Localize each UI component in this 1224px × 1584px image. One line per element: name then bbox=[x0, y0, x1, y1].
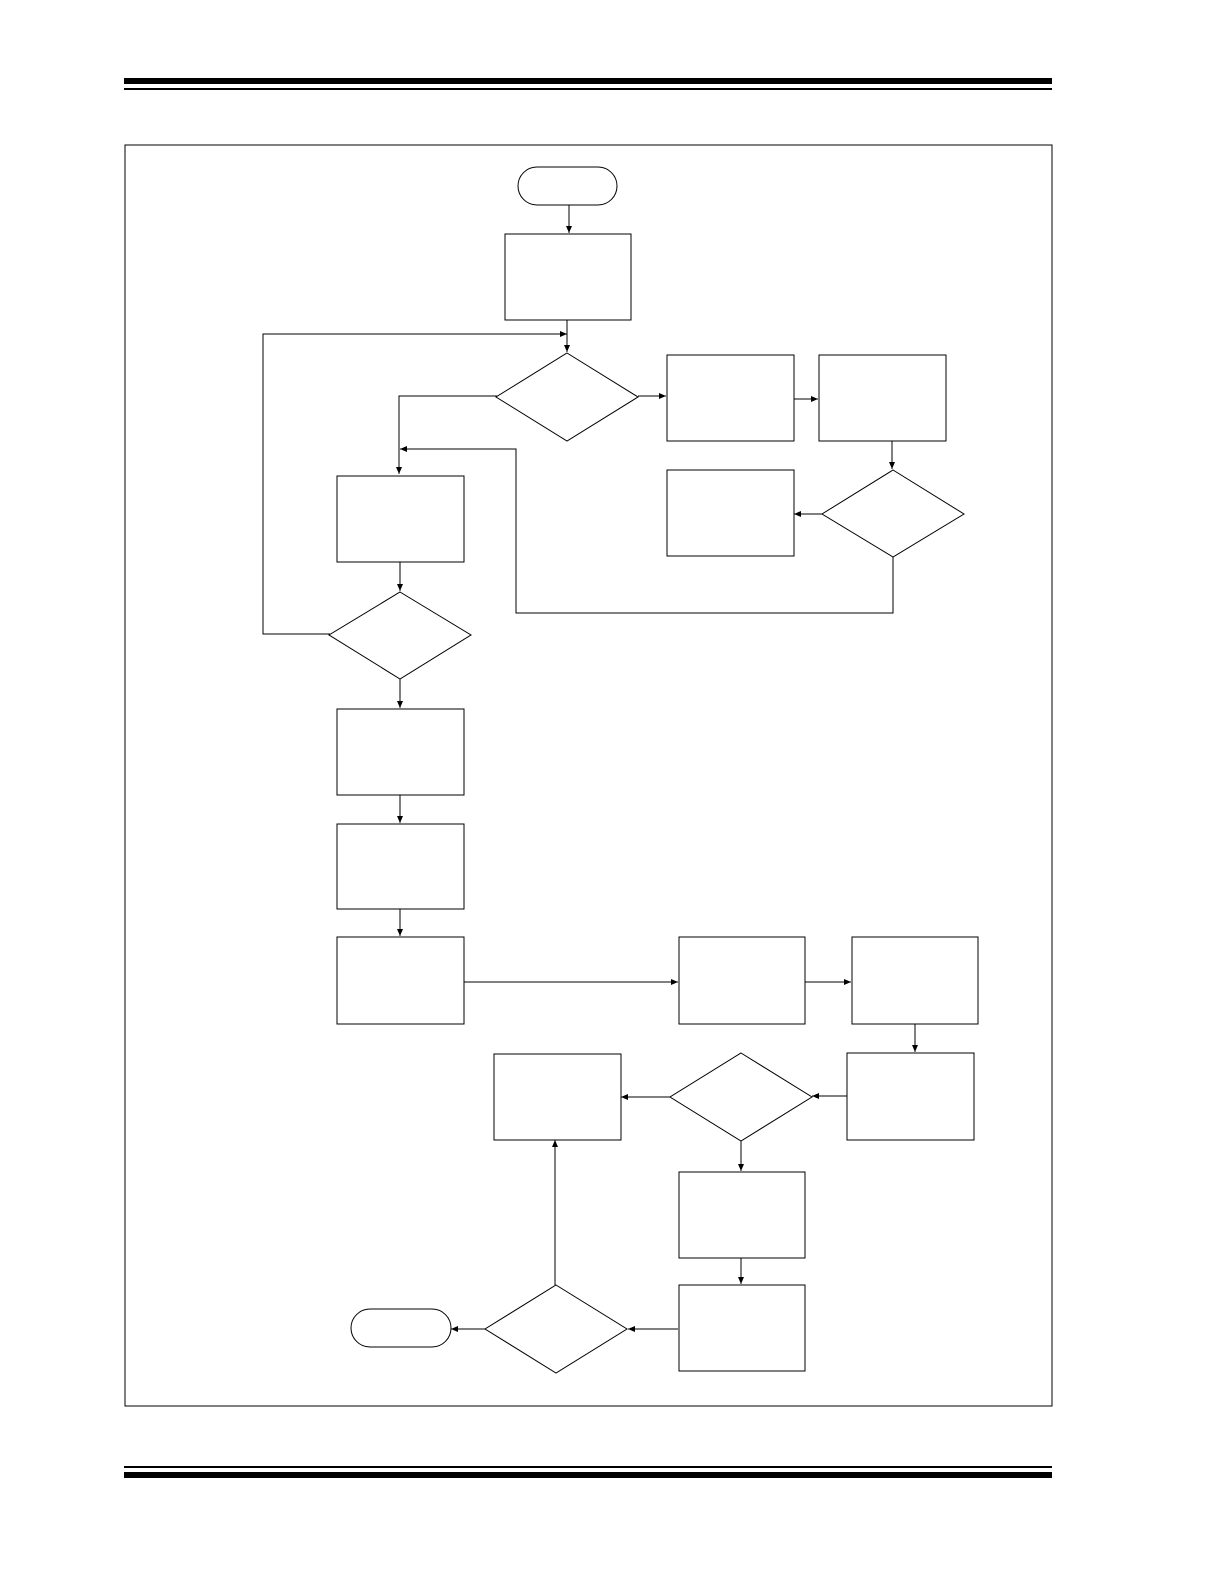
edge-dec1-box5 bbox=[396, 395, 497, 474]
decision-diamond-1 bbox=[495, 352, 639, 442]
decision-diamond-3 bbox=[328, 591, 472, 680]
process-box-12 bbox=[493, 1053, 622, 1141]
process-box-2 bbox=[666, 354, 795, 442]
process-box-10 bbox=[851, 936, 979, 1025]
edge-dec3-dec1 bbox=[262, 331, 567, 635]
process-box-1 bbox=[504, 233, 632, 321]
connectors bbox=[262, 205, 918, 1332]
footer-rule-thick bbox=[124, 1472, 1052, 1478]
decision-diamond-5 bbox=[484, 1284, 628, 1374]
header-rule-thick bbox=[124, 78, 1052, 84]
process-box-5 bbox=[336, 475, 465, 563]
process-box-6 bbox=[336, 708, 465, 796]
decision-diamond-2 bbox=[821, 469, 965, 558]
process-box-14 bbox=[678, 1284, 806, 1372]
process-box-11 bbox=[846, 1052, 975, 1141]
figure-frame bbox=[124, 144, 1053, 1407]
process-box-8 bbox=[336, 936, 465, 1025]
header-rule-thin bbox=[124, 88, 1052, 90]
end-terminator bbox=[350, 1308, 452, 1348]
process-box-4 bbox=[666, 469, 795, 557]
decision-diamond-4 bbox=[669, 1052, 813, 1142]
process-box-13 bbox=[678, 1171, 806, 1259]
process-box-7 bbox=[336, 823, 465, 910]
process-box-3 bbox=[818, 354, 947, 442]
edge-dec2-box5 bbox=[400, 446, 894, 614]
process-box-9 bbox=[678, 936, 806, 1025]
footer-rule-thin bbox=[124, 1466, 1052, 1468]
start-terminator bbox=[517, 166, 618, 206]
